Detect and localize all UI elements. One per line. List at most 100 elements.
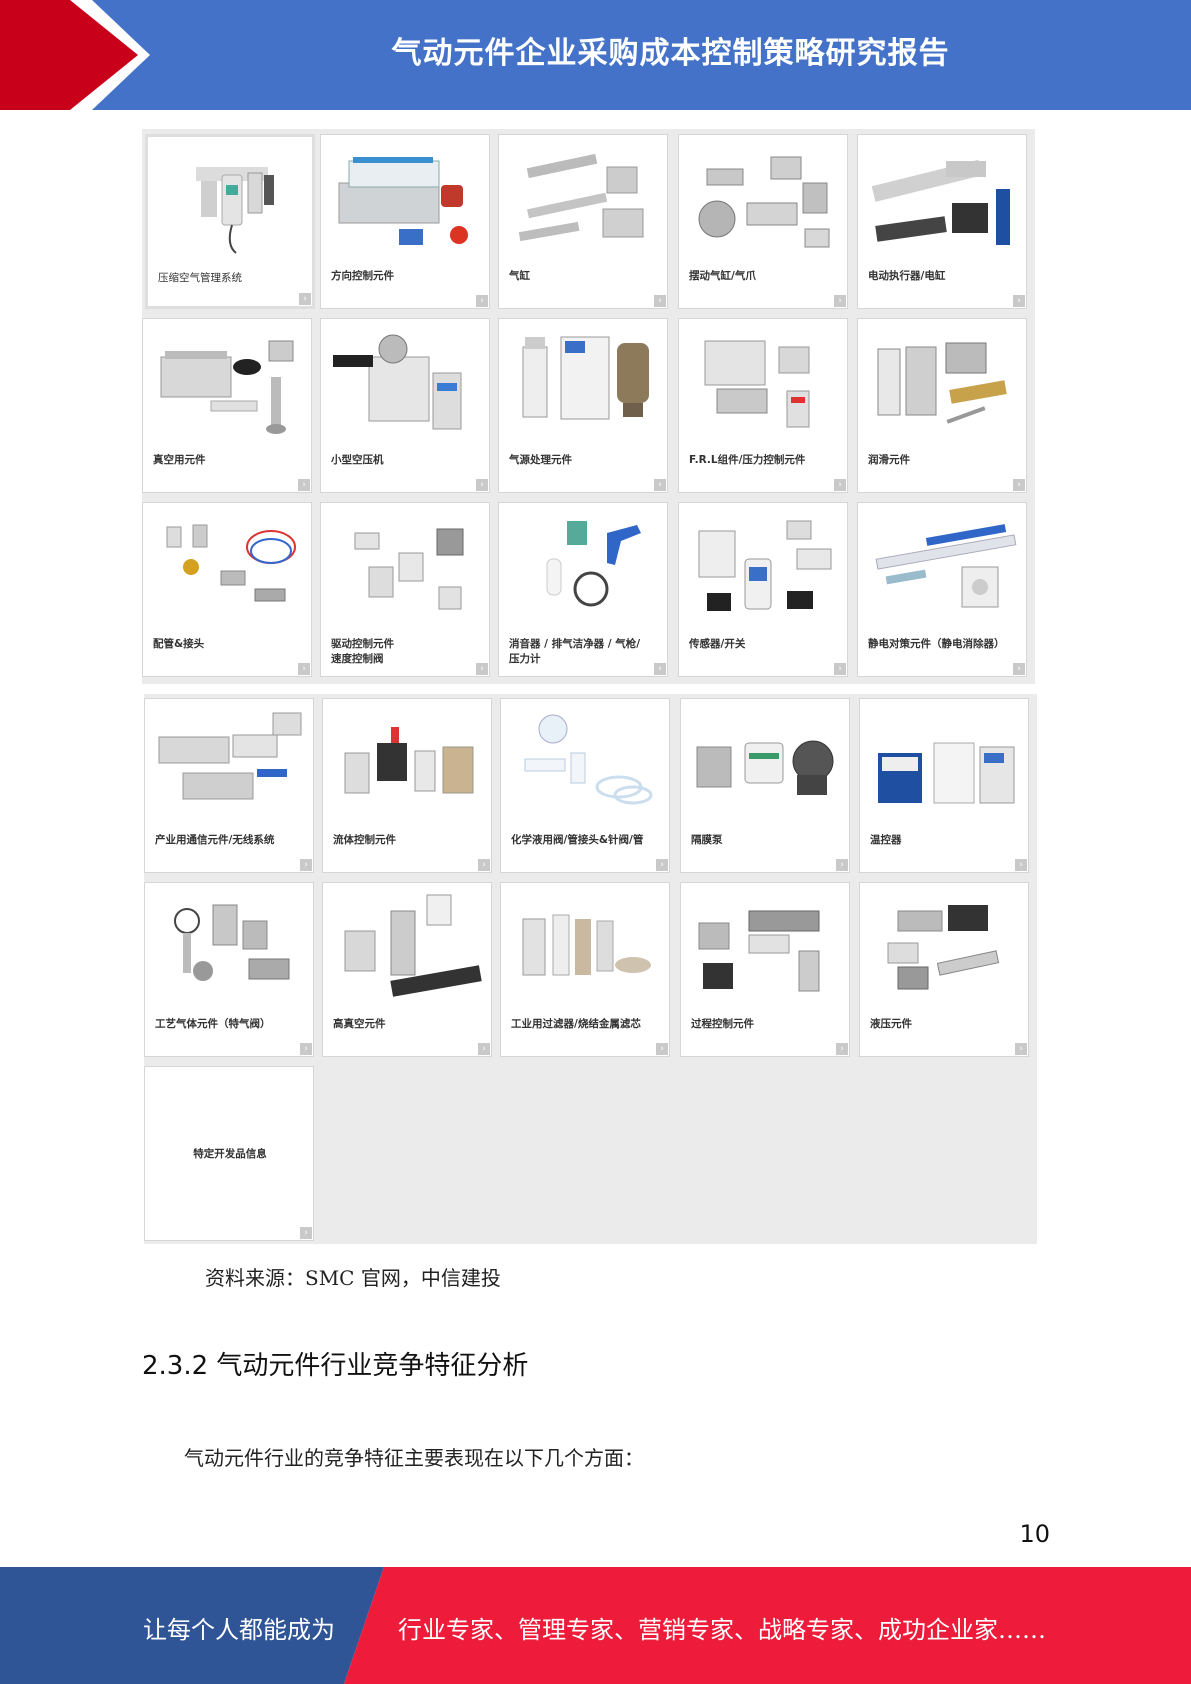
tile-arrow-icon[interactable]: › (1015, 859, 1027, 871)
tile-arrow-icon[interactable]: › (836, 859, 848, 871)
tile-arrow-icon[interactable]: › (656, 859, 668, 871)
product-tile[interactable]: 液压元件 › (859, 882, 1029, 1057)
tile-arrow-icon[interactable]: › (298, 663, 310, 675)
air-preparation-icon (522, 336, 649, 420)
tile-arrow-icon[interactable]: › (1015, 1043, 1027, 1055)
tile-arrow-icon[interactable]: › (476, 479, 488, 491)
tile-arrow-icon[interactable]: › (654, 295, 666, 307)
tile-arrow-icon[interactable]: › (478, 859, 490, 871)
filter-element-icon (522, 914, 651, 976)
fluid-valve-icon (344, 727, 474, 794)
speed-controller-icon (354, 528, 464, 610)
tile-label: F.R.L组件/压力控制元件 (689, 454, 806, 466)
tile-label: 温控器 (870, 834, 902, 846)
tile-arrow-icon[interactable]: › (834, 295, 846, 307)
silencer-gun-icon (546, 521, 641, 607)
product-tile[interactable]: 驱动控制元件速度控制阀 › (320, 502, 490, 677)
product-tile[interactable]: 工业用过滤器/烧结金属滤芯 › (500, 882, 670, 1057)
tile-arrow-icon[interactable]: › (834, 663, 846, 675)
tile-arrow-icon[interactable]: › (476, 663, 488, 675)
high-vacuum-icon (344, 894, 482, 997)
product-tile[interactable]: 压缩空气管理系统 › (145, 134, 315, 309)
tile-label: 润滑元件 (868, 454, 910, 466)
diaphragm-pump-icon (696, 740, 834, 795)
hydraulic-icon (887, 905, 1000, 990)
product-tile[interactable]: 静电对策元件（静电消除器） › (857, 502, 1027, 677)
section-heading: 2.3.2 气动元件行业竞争特征分析 (142, 1351, 529, 1381)
tile-label: 传感器/开关 (689, 638, 746, 650)
tile-arrow-icon[interactable]: › (298, 479, 310, 491)
fieldbus-icon (158, 712, 302, 800)
product-tile[interactable]: 特定开发品信息 › (144, 1066, 314, 1241)
tile-arrow-icon[interactable]: › (836, 1043, 848, 1055)
tile-label: 流体控制元件 (333, 834, 396, 846)
product-tile[interactable]: 配管&接头 › (142, 502, 312, 677)
product-tile[interactable]: 摆动气缸/气爪 › (678, 134, 848, 309)
process-gas-icon (174, 904, 290, 981)
product-tile[interactable]: 气源处理元件 › (498, 318, 668, 493)
tile-label: 隔膜泵 (691, 834, 723, 846)
tile-arrow-icon[interactable]: › (656, 1043, 668, 1055)
electric-actuator-icon (871, 159, 1010, 245)
tile-label: 液压元件 (870, 1018, 912, 1030)
product-tile[interactable]: 化学液用阀/管接头&针阀/管 › (500, 698, 670, 873)
tile-label: 高真空元件 (333, 1018, 386, 1030)
product-grid-secondary: 产业用通信元件/无线系统 › 流体控制元件 › 化学液用阀/管接头&针阀/管 › (144, 694, 1037, 1244)
product-tile[interactable]: 过程控制元件 › (680, 882, 850, 1057)
tile-arrow-icon[interactable]: › (300, 859, 312, 871)
tile-arrow-icon[interactable]: › (299, 293, 311, 305)
product-tile[interactable]: 产业用通信元件/无线系统 › (144, 698, 314, 873)
footer-slogan-right: 行业专家、管理专家、营销专家、战略专家、成功企业家…… (398, 1616, 1046, 1644)
tile-arrow-icon[interactable]: › (476, 295, 488, 307)
report-title: 气动元件企业采购成本控制策略研究报告 (391, 36, 950, 71)
tile-label: 电动执行器/电缸 (868, 270, 946, 282)
tile-label: 真空用元件 (153, 454, 206, 466)
product-tile[interactable]: 工艺气体元件（特气阀） › (144, 882, 314, 1057)
directional-valve-icon (338, 157, 468, 245)
frl-unit-icon (704, 340, 810, 428)
tile-arrow-icon[interactable]: › (654, 663, 666, 675)
tile-label: 静电对策元件（静电消除器） (868, 638, 1005, 650)
tile-arrow-icon[interactable]: › (834, 479, 846, 491)
product-tile[interactable]: 传感器/开关 › (678, 502, 848, 677)
tile-arrow-icon[interactable]: › (654, 479, 666, 491)
header-arrow-icon (0, 0, 150, 110)
tile-label: 摆动气缸/气爪 (689, 270, 756, 282)
air-management-icon (196, 167, 274, 254)
compressor-icon (333, 334, 462, 430)
body-paragraph: 气动元件行业的竞争特征主要表现在以下几个方面： (184, 1446, 644, 1470)
tile-arrow-icon[interactable]: › (300, 1227, 312, 1239)
cylinder-icon (518, 153, 644, 242)
tile-arrow-icon[interactable]: › (300, 1043, 312, 1055)
product-tile[interactable]: 流体控制元件 › (322, 698, 492, 873)
tile-label: 过程控制元件 (691, 1018, 754, 1030)
product-tile[interactable]: 润滑元件 › (857, 318, 1027, 493)
chiller-icon (878, 742, 1015, 804)
product-tile[interactable]: F.R.L组件/压力控制元件 › (678, 318, 848, 493)
product-tile[interactable]: 方向控制元件 › (320, 134, 490, 309)
tile-label: 小型空压机 (331, 454, 384, 466)
tile-label: 气源处理元件 (509, 454, 572, 466)
product-tile[interactable]: 电动执行器/电缸 › (857, 134, 1027, 309)
tile-label: 特定开发品信息 (193, 1148, 267, 1160)
product-tile[interactable]: 隔膜泵 › (680, 698, 850, 873)
tile-label: 气缸 (509, 270, 530, 282)
footer-slogan-left: 让每个人都能成为 (143, 1616, 335, 1644)
ionizer-icon (875, 524, 1017, 608)
product-tile[interactable]: 高真空元件 › (322, 882, 492, 1057)
tile-arrow-icon[interactable]: › (1013, 295, 1025, 307)
tile-arrow-icon[interactable]: › (1013, 663, 1025, 675)
product-tile[interactable]: 真空用元件 › (142, 318, 312, 493)
rotary-gripper-icon (698, 156, 830, 248)
product-tile[interactable]: 气缸 › (498, 134, 668, 309)
tile-arrow-icon[interactable]: › (478, 1043, 490, 1055)
tile-arrow-icon[interactable]: › (1013, 479, 1025, 491)
product-tile[interactable]: 消音器 / 排气洁净器 / 气枪/压力计 › (498, 502, 668, 677)
sensor-icon (698, 520, 832, 611)
lubrication-icon (877, 342, 1007, 424)
tile-label: 方向控制元件 (331, 270, 394, 282)
tile-label: 工业用过滤器/烧结金属滤芯 (511, 1018, 641, 1030)
product-tile[interactable]: 温控器 › (859, 698, 1029, 873)
fittings-icon (166, 524, 296, 602)
product-tile[interactable]: 小型空压机 › (320, 318, 490, 493)
